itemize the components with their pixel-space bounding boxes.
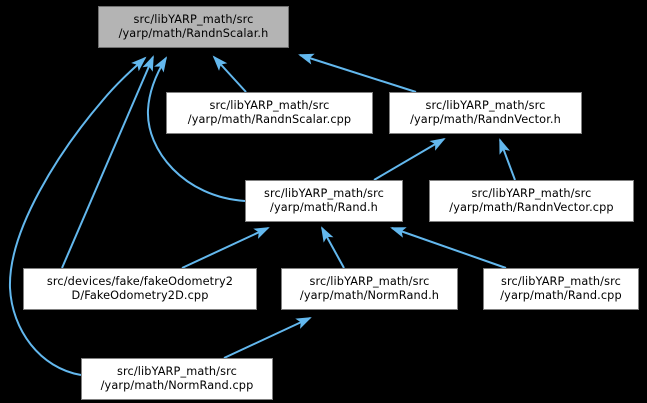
node-fakeodometry2d-cpp[interactable]: src/devices/fake/fakeOdometry2 D/FakeOdo…: [23, 268, 257, 310]
edge-normrand-cpp-to-normrand-h: [223, 317, 312, 359]
node-randnvector-cpp[interactable]: src/libYARP_math/src /yarp/math/RandnVec…: [429, 180, 634, 222]
node-randnvector-cpp-label: src/libYARP_math/src /yarp/math/RandnVec…: [449, 186, 614, 214]
node-randnscalar-h[interactable]: src/libYARP_math/src /yarp/math/RandnSca…: [98, 6, 289, 48]
node-rand-cpp[interactable]: src/libYARP_math/src /yarp/math/Rand.cpp: [483, 268, 639, 310]
edge-randnscalar-cpp-to-randnscalar-h: [212, 55, 247, 93]
edge-rand-h-to-randnvector-h: [373, 137, 446, 181]
node-normrand-h[interactable]: src/libYARP_math/src /yarp/math/NormRand…: [281, 268, 458, 310]
node-rand-cpp-label: src/libYARP_math/src /yarp/math/Rand.cpp: [500, 274, 622, 302]
edge-randnvector-cpp-to-randnvector-h: [499, 138, 516, 181]
node-fakeodometry2d-cpp-label: src/devices/fake/fakeOdometry2 D/FakeOdo…: [46, 274, 234, 302]
node-randnvector-h[interactable]: src/libYARP_math/src /yarp/math/RandnVec…: [389, 92, 582, 134]
node-randnscalar-h-label: src/libYARP_math/src /yarp/math/RandnSca…: [118, 12, 269, 40]
node-normrand-h-label: src/libYARP_math/src /yarp/math/NormRand…: [299, 274, 440, 302]
node-normrand-cpp[interactable]: src/libYARP_math/src /yarp/math/NormRand…: [81, 358, 273, 400]
node-randnvector-h-label: src/libYARP_math/src /yarp/math/RandnVec…: [410, 98, 561, 126]
node-rand-h-label: src/libYARP_math/src /yarp/math/Rand.h: [264, 186, 384, 214]
edge-normrand-cpp-to-randnscalar-h: [8, 56, 147, 376]
edge-rand-cpp-to-rand-h: [390, 227, 507, 269]
node-randnscalar-cpp-label: src/libYARP_math/src /yarp/math/RandnSca…: [187, 98, 352, 126]
node-normrand-cpp-label: src/libYARP_math/src /yarp/math/NormRand…: [100, 364, 254, 392]
node-rand-h[interactable]: src/libYARP_math/src /yarp/math/Rand.h: [245, 180, 403, 222]
node-randnscalar-cpp[interactable]: src/libYARP_math/src /yarp/math/RandnSca…: [166, 92, 373, 134]
edge-normrand-h-to-rand-h: [321, 226, 345, 269]
edge-fakeodometry2d-cpp-to-rand-h: [181, 227, 270, 269]
edge-fakeodometry2d-cpp-to-randnscalar-h: [61, 55, 154, 269]
edge-randnvector-h-to-randnscalar-h: [298, 53, 417, 93]
